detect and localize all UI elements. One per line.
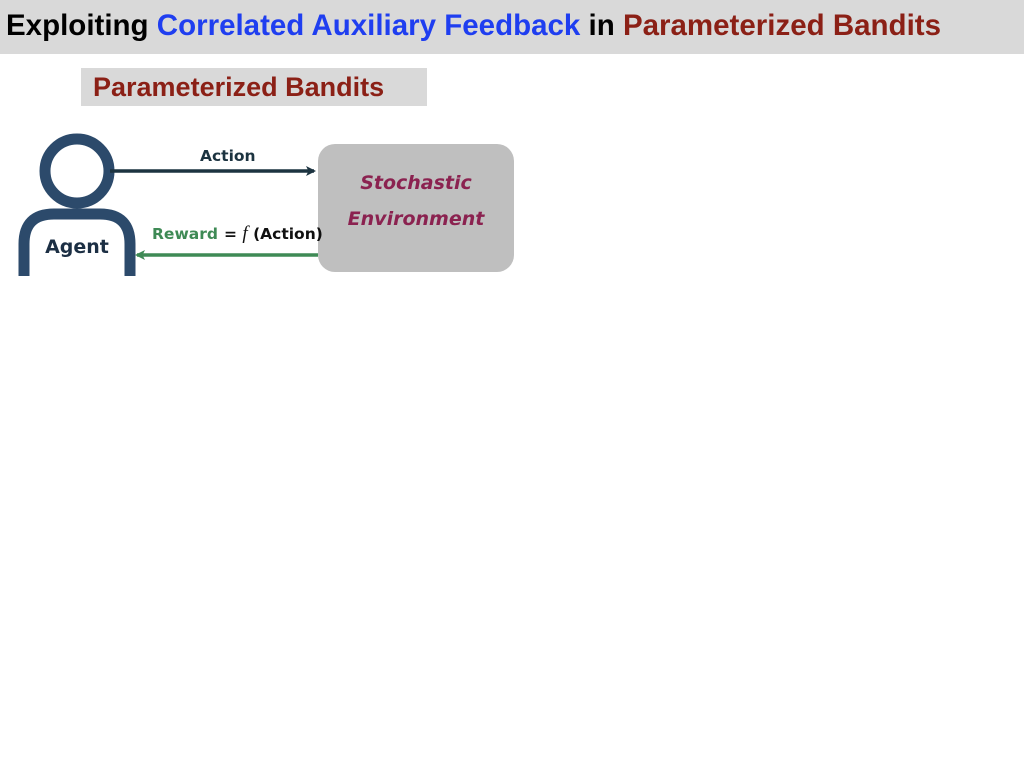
formula-function-symbol: f [242, 223, 248, 244]
slide-subtitle: Parameterized Bandits [93, 72, 385, 102]
stochastic-environment-box: Stochastic Environment [318, 144, 514, 272]
subtitle-box: Parameterized Bandits [81, 68, 427, 106]
title-bar: Exploiting Correlated Auxiliary Feedback… [0, 0, 1024, 54]
slide-title: Exploiting Correlated Auxiliary Feedback… [6, 8, 941, 44]
title-segment-0: Exploiting [6, 9, 157, 42]
title-segment-2: in [580, 9, 623, 42]
environment-label-line2: Environment [347, 208, 485, 230]
action-label: Action [200, 147, 256, 165]
title-segment-3: Parameterized Bandits [622, 9, 941, 42]
user-person-icon [18, 133, 136, 276]
formula-suffix: (Action) [247, 225, 323, 243]
formula-prefix: = [224, 225, 243, 243]
title-segment-1: Correlated Auxiliary Feedback [156, 9, 581, 42]
environment-label-line1: Stochastic [360, 172, 472, 194]
reward-formula: = f (Action) [224, 224, 323, 244]
reward-label: Reward [152, 225, 218, 243]
agent-label: Agent [45, 236, 109, 258]
